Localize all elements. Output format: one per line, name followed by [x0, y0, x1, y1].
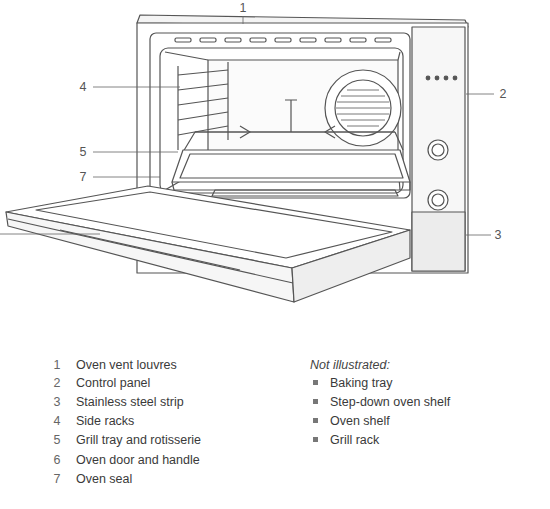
- list-heading: Not illustrated:: [310, 357, 390, 373]
- list-number: 7: [54, 471, 61, 487]
- part-name: Side racks: [76, 413, 134, 429]
- callout-number: 2: [500, 86, 507, 102]
- part-name: Control panel: [76, 375, 150, 391]
- bullet: [313, 418, 318, 423]
- list-number: 2: [54, 375, 61, 391]
- list-number: 6: [54, 452, 61, 468]
- accessory-name: Step-down oven shelf: [330, 394, 450, 410]
- callout-number: 3: [495, 227, 502, 243]
- list-number: 3: [54, 394, 61, 410]
- part-name: Oven vent louvres: [76, 357, 177, 373]
- list-number: 4: [54, 413, 61, 429]
- part-name: Stainless steel strip: [76, 394, 184, 410]
- part-name: Oven seal: [76, 471, 132, 487]
- accessory-name: Grill rack: [330, 432, 379, 448]
- bullet: [313, 380, 318, 385]
- callout-number: 4: [80, 79, 87, 95]
- part-name: Oven door and handle: [76, 452, 200, 468]
- list-number: 1: [54, 357, 61, 373]
- callout-number: 1: [240, 0, 247, 16]
- callout-number: 7: [80, 169, 87, 185]
- list-number: 5: [54, 432, 61, 448]
- accessory-name: Oven shelf: [330, 413, 390, 429]
- part-name: Grill tray and rotisserie: [76, 432, 201, 448]
- bullet: [313, 437, 318, 442]
- callout-number: 5: [80, 144, 87, 160]
- bullet: [313, 399, 318, 404]
- accessory-name: Baking tray: [330, 375, 393, 391]
